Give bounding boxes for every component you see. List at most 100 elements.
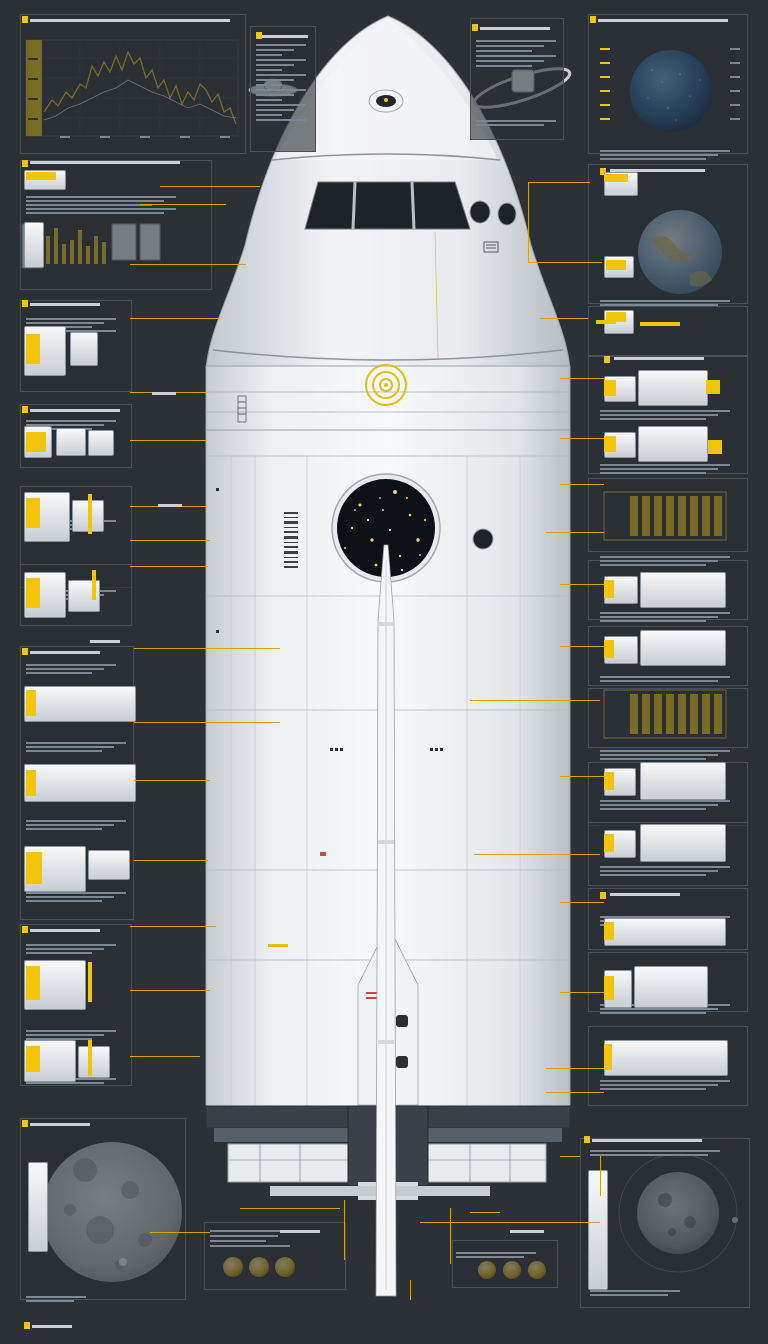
body-text-line <box>26 746 114 748</box>
yellow-accent <box>606 312 626 322</box>
body-text-line <box>210 1240 266 1242</box>
axis-tick-label <box>28 98 38 100</box>
body-text-line <box>600 808 706 810</box>
callout-leader-line <box>560 438 604 439</box>
axis-tick-label <box>28 78 38 80</box>
title-text <box>30 1123 90 1126</box>
equipment-module <box>56 428 86 456</box>
body-text-line <box>26 1082 104 1084</box>
title-text <box>32 1325 72 1328</box>
body-text-line <box>26 424 104 426</box>
callout-leader-line <box>546 1092 604 1093</box>
title-marker <box>22 926 28 933</box>
concentric-rings-emblem-icon <box>365 364 407 406</box>
title-text <box>30 161 180 164</box>
yellow-accent <box>604 174 628 182</box>
body-text-line <box>476 124 544 126</box>
body-text-line <box>26 420 116 422</box>
body-text-line <box>256 94 294 96</box>
callout-leader-line <box>140 204 226 205</box>
axis-tick-label <box>180 136 190 138</box>
title-marker <box>600 892 606 899</box>
callout-leader-line <box>130 540 210 541</box>
callout-leader-line <box>130 318 220 319</box>
rocket-label-text <box>158 504 182 507</box>
callout-leader-line <box>560 484 604 485</box>
yellow-accent <box>92 570 96 600</box>
cockpit-windows <box>304 181 471 230</box>
title-text <box>614 357 704 360</box>
body-text-line <box>256 69 282 71</box>
callout-leader-line <box>240 1208 340 1209</box>
axis-tick-label <box>28 138 38 140</box>
body-text-line <box>26 952 92 954</box>
body-text-line <box>600 800 730 802</box>
body-text-line <box>600 560 718 562</box>
body-text-line <box>600 472 706 474</box>
body-text-line <box>600 676 730 678</box>
callout-leader-line <box>474 854 600 855</box>
yellow-accent <box>604 976 614 1000</box>
body-text-line <box>26 1030 116 1032</box>
yellow-accent <box>604 834 614 852</box>
axis-tick-label <box>28 58 38 60</box>
callout-leader-line <box>130 926 216 927</box>
callout-leader-line <box>130 1056 200 1057</box>
body-text-line <box>600 874 706 876</box>
callout-leader-line <box>134 648 280 649</box>
callout-leader-line <box>560 378 604 379</box>
title-marker <box>472 24 478 31</box>
body-text-line <box>600 616 718 618</box>
scale-tick <box>600 48 610 50</box>
body-text-line <box>26 944 116 946</box>
yellow-accent <box>88 962 92 1002</box>
body-text-line <box>26 750 102 752</box>
yellow-accent <box>604 580 614 598</box>
equipment-module <box>70 332 98 366</box>
equipment-module <box>24 764 136 802</box>
body-text-line <box>600 304 718 306</box>
body-text-line <box>600 620 706 622</box>
callout-panel <box>580 1138 750 1308</box>
body-text-line <box>26 520 116 522</box>
equipment-module <box>588 1170 608 1290</box>
equipment-module <box>24 222 44 268</box>
equipment-module <box>634 966 708 1008</box>
callout-leader-line <box>130 990 210 991</box>
yellow-accent <box>604 436 616 452</box>
callout-leader-line <box>410 1280 411 1300</box>
body-text-line <box>26 322 104 324</box>
yellow-accent <box>88 494 92 534</box>
callout-leader-line <box>560 776 604 777</box>
yellow-accent <box>604 1044 612 1070</box>
body-text-line <box>590 1154 708 1156</box>
body-text-line <box>600 754 718 756</box>
callout-leader-line <box>528 262 602 263</box>
equipment-module <box>28 1162 48 1252</box>
body-text-line <box>256 74 306 76</box>
axis-tick-label <box>100 136 110 138</box>
yellow-accent <box>604 922 614 940</box>
body-text-line <box>256 109 294 111</box>
body-text-line <box>256 49 294 51</box>
body-text-line <box>26 668 104 670</box>
body-text-line <box>256 54 282 56</box>
yellow-accent <box>640 322 680 326</box>
yellow-accent <box>26 966 40 1000</box>
body-text-line <box>26 900 102 902</box>
title-text <box>30 409 120 412</box>
body-text-line <box>600 556 730 558</box>
body-text-line <box>476 65 532 67</box>
scale-tick <box>600 118 610 120</box>
title-marker <box>22 160 28 167</box>
body-text-line <box>600 1008 718 1010</box>
body-text-line <box>26 892 126 894</box>
body-text-line <box>600 750 730 752</box>
body-text-line <box>600 916 730 918</box>
callout-panel <box>470 18 564 140</box>
body-text-line <box>590 1150 720 1152</box>
callout-leader-line <box>470 700 600 701</box>
callout-leader-line <box>528 182 590 183</box>
body-text-line <box>600 870 718 872</box>
